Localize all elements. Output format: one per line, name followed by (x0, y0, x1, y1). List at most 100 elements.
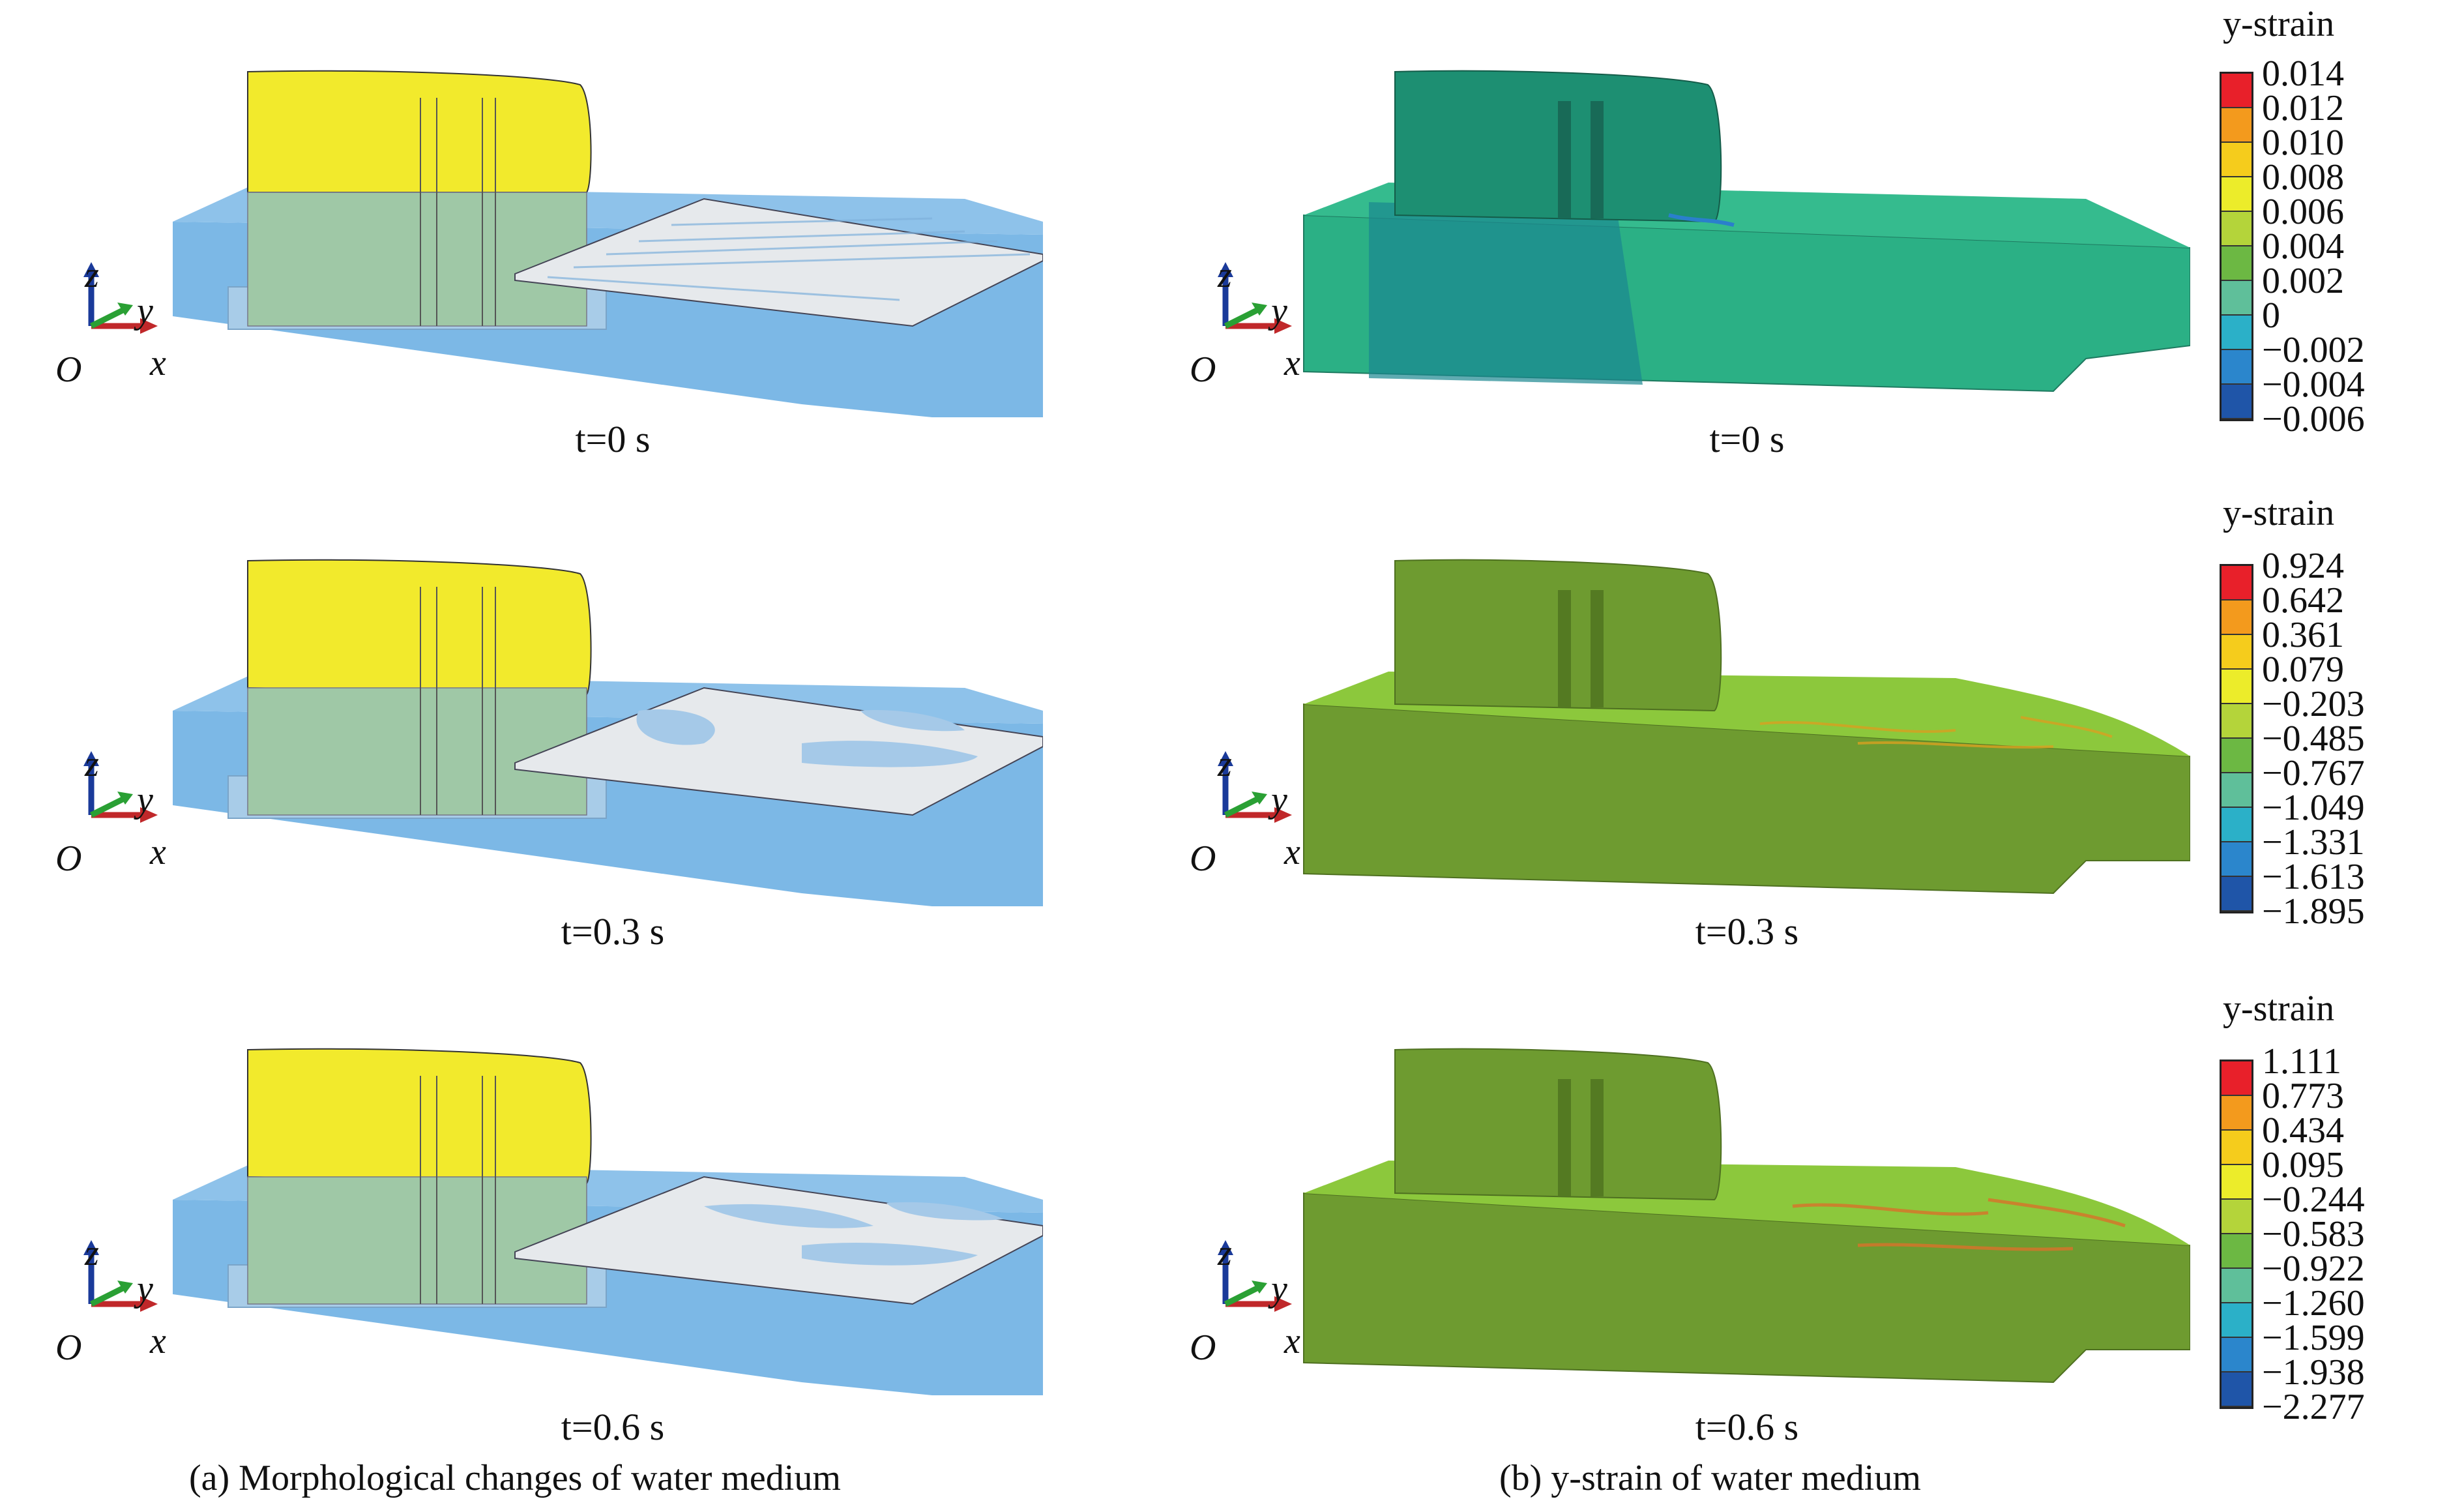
axis-triad (1218, 751, 1292, 823)
colorbar-segment (2222, 143, 2251, 177)
colorbar-segment (2222, 773, 2251, 808)
axis-y-label: y (1271, 780, 1287, 820)
colorbar-tick-label: −1.895 (2262, 891, 2365, 932)
colorbar-tick-label: −0.583 (2262, 1214, 2365, 1254)
colorbar-title: y-strain (2223, 988, 2335, 1029)
colorbar-tick-label: 0.095 (2262, 1145, 2344, 1185)
colorbar-tick-label: 0.004 (2262, 226, 2344, 267)
colorbar-segment (2222, 350, 2251, 385)
colorbar-segment (2222, 704, 2251, 739)
colorbar-tick-label: 0.773 (2262, 1076, 2344, 1116)
colorbar-tick-label: −1.049 (2262, 788, 2365, 828)
colorbar-tick-label: −1.599 (2262, 1318, 2365, 1358)
strain-render (1303, 559, 2190, 895)
time-label-b-0: t=0 s (1709, 418, 1785, 460)
axis-triad (83, 262, 158, 334)
colorbar-segment (2222, 635, 2251, 670)
colorbar-segment (2222, 1131, 2251, 1165)
axis-z-label: z (85, 1233, 99, 1273)
axis-triad (83, 751, 158, 823)
colorbar-title: y-strain (2223, 493, 2335, 533)
time-label-b-2: t=0.6 s (1695, 1406, 1799, 1448)
colorbar-segment (2222, 1372, 2251, 1407)
axis-x-label: x (1284, 343, 1300, 383)
colorbar-title: y-strain (2223, 4, 2335, 44)
colorbar-tick-label: 0.006 (2262, 192, 2344, 232)
axis-x-label: x (1284, 1321, 1300, 1361)
colorbar-tick-label: −0.922 (2262, 1249, 2365, 1289)
axis-z-label: z (85, 255, 99, 295)
colorbar-segment (2222, 1165, 2251, 1200)
axis-x-label: x (1284, 832, 1300, 872)
colorbar-tick-label: 0.434 (2262, 1110, 2344, 1151)
colorbar-tick-label: −0.004 (2262, 364, 2365, 405)
colorbar-segment (2222, 246, 2251, 281)
axis-z-label: z (1218, 1233, 1232, 1273)
colorbar-segment (2222, 877, 2251, 912)
axis-y-label: y (1271, 1269, 1287, 1309)
colorbar-tick-label: 0.010 (2262, 123, 2344, 163)
colorbar-tick-label: 0.008 (2262, 157, 2344, 198)
axis-triad (83, 1240, 158, 1312)
colorbar-segment (2222, 1303, 2251, 1338)
time-label-a-2: t=0.6 s (561, 1406, 665, 1448)
axis-x-label: x (150, 1321, 166, 1361)
colorbar-segment (2222, 385, 2251, 419)
colorbar-tick-label: −0.006 (2262, 399, 2365, 439)
caption-b: (b) y-strain of water medium (1499, 1458, 1921, 1498)
colorbar-segment (2222, 1234, 2251, 1269)
axis-z-label: z (1218, 255, 1232, 295)
colorbar-segment (2222, 808, 2251, 842)
strain-render (1303, 1048, 2190, 1384)
colorbar-segment (2222, 1096, 2251, 1131)
panel-a-frame-1: z y x O (52, 548, 1043, 939)
colorbar-tick-label: 0 (2262, 295, 2280, 336)
axis-x-label: x (150, 832, 166, 872)
axis-origin-label: O (55, 349, 82, 390)
panel-a-frame-2: z y x O (52, 1037, 1043, 1428)
colorbar-tick-label: 0.361 (2262, 615, 2344, 655)
water-medium-render (173, 559, 1043, 906)
colorbar-tick-label: 0.079 (2262, 649, 2344, 690)
colorbar-segment (2222, 74, 2251, 108)
colorbar-tick-label: 1.111 (2262, 1041, 2341, 1082)
colorbar-tick-label: −0.002 (2262, 330, 2365, 370)
axis-origin-label: O (1190, 349, 1216, 390)
colorbar-tick-label: 0.014 (2262, 53, 2344, 94)
strain-render (1303, 70, 2190, 393)
colorbar-segment (2222, 670, 2251, 704)
water-medium-render (173, 70, 1043, 417)
colorbar-tick-label: −1.331 (2262, 822, 2365, 863)
axis-x-label: x (150, 343, 166, 383)
colorbar-tick-label: 0.012 (2262, 88, 2344, 128)
colorbar-tick-label: −1.260 (2262, 1283, 2365, 1324)
colorbar-segment (2222, 842, 2251, 877)
axis-origin-label: O (55, 838, 82, 879)
water-medium-render (173, 1048, 1043, 1395)
axis-z-label: z (85, 744, 99, 784)
time-label-a-1: t=0.3 s (561, 910, 665, 953)
colorbar-segment (2222, 1269, 2251, 1303)
colorbar-tick-label: −2.277 (2262, 1387, 2365, 1427)
axis-triad (1218, 262, 1292, 334)
colorbar-segment (2222, 316, 2251, 350)
colorbar-segment (2222, 177, 2251, 212)
panel-b-frame-0: z y x O (1173, 59, 2190, 450)
axis-y-label: y (137, 1269, 153, 1309)
colorbar-segment (2222, 1200, 2251, 1234)
axis-triad (1218, 1240, 1292, 1312)
panel-b-frame-1: z y x O (1173, 548, 2190, 939)
colorbar-tick-label: 0.002 (2262, 261, 2344, 301)
colorbar-tick-label: −0.203 (2262, 684, 2365, 724)
colorbar-tick-label: 0.642 (2262, 580, 2344, 621)
colorbar-segment (2222, 739, 2251, 773)
colorbar-segment (2222, 600, 2251, 635)
time-label-a-0: t=0 s (575, 418, 651, 460)
axis-y-label: y (1271, 291, 1287, 331)
axis-origin-label: O (55, 1327, 82, 1368)
colorbar-tick-label: 0.924 (2262, 546, 2344, 586)
colorbar-scale (2220, 1060, 2253, 1409)
axis-origin-label: O (1190, 1327, 1216, 1368)
panel-a-frame-0: z y x O (52, 59, 1043, 450)
colorbar-segment (2222, 1338, 2251, 1372)
